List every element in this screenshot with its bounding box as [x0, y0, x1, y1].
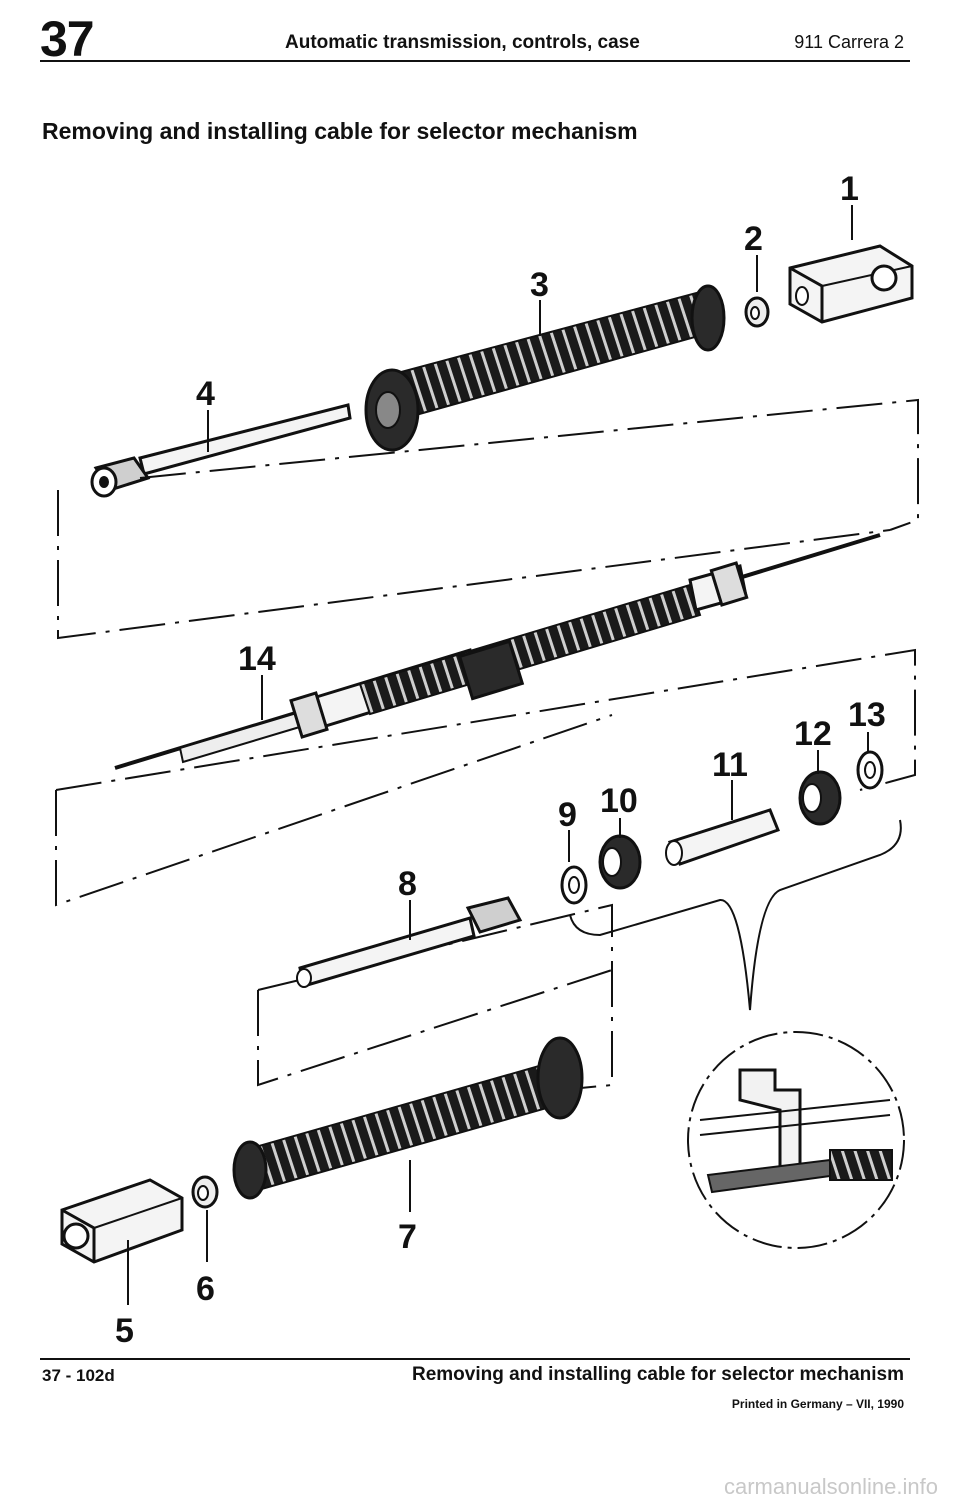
rubber-bellows-top: [364, 284, 726, 452]
callout-3: 3: [530, 266, 549, 304]
page-heading: Removing and installing cable for select…: [42, 118, 638, 144]
guide-tube-top: [90, 403, 352, 498]
callout-4: 4: [196, 375, 215, 413]
footer-rule: [40, 1358, 910, 1360]
callout-13: 13: [848, 696, 886, 734]
callout-1: 1: [840, 170, 859, 208]
footer-printed: Printed in Germany – VII, 1990: [731, 1397, 904, 1411]
callout-8: 8: [398, 865, 417, 903]
hex-nut-top: [744, 296, 770, 328]
footer-page-code: 37 - 102d: [42, 1366, 115, 1385]
bushing-set: [560, 750, 902, 1011]
hex-nut-lower: [191, 1175, 219, 1209]
header-group-number: 37: [40, 11, 95, 67]
clevis-fork-lower: [60, 1178, 184, 1264]
selector-cable-main: [114, 533, 881, 770]
callout-12: 12: [794, 715, 832, 753]
guide-tube-lower: [296, 896, 523, 988]
callout-7: 7: [398, 1218, 417, 1256]
callout-6: 6: [196, 1270, 215, 1308]
callout-5: 5: [115, 1312, 134, 1350]
inset-detail-circle: [687, 1031, 905, 1249]
callout-leader-lines: [127, 205, 869, 1305]
clevis-fork-top: [788, 244, 914, 324]
callout-11: 11: [712, 746, 748, 784]
callout-9: 9: [558, 796, 577, 834]
header-model: 911 Carrera 2: [794, 32, 904, 52]
callout-10: 10: [600, 782, 638, 820]
callout-14: 14: [238, 640, 276, 678]
header-rule: [40, 60, 910, 62]
watermark: carmanualsonline.info: [723, 1474, 938, 1499]
footer-title: Removing and installing cable for select…: [411, 1364, 904, 1385]
rubber-bellows-lower: [232, 1036, 584, 1200]
header-section-title: Automatic transmission, controls, case: [285, 32, 640, 53]
exploded-view-diagram: 1 2 3 4 5 6 7 8 9 10 11 12 13 14: [55, 170, 919, 1350]
callout-2: 2: [744, 220, 763, 258]
